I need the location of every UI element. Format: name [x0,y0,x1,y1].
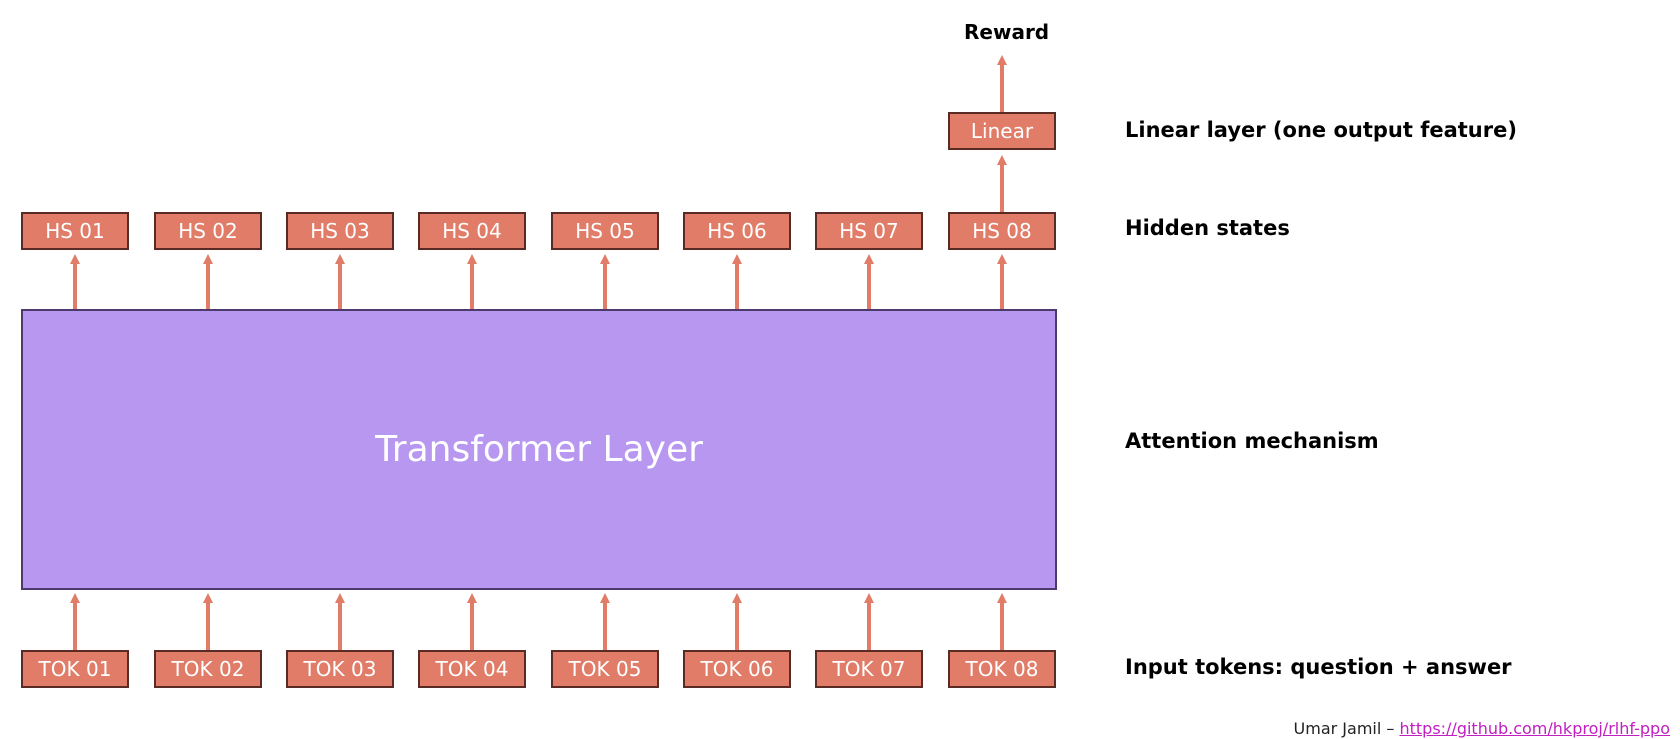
credit-line: Umar Jamil – https://github.com/hkproj/r… [1294,719,1670,738]
token-box: TOK 01 [21,650,129,688]
linear-layer-label: Linear layer (one output feature) [1125,118,1517,142]
hidden-state-box: HS 03 [286,212,394,250]
token-box: TOK 03 [286,650,394,688]
reward-label: Reward [964,20,1050,44]
token-box: TOK 02 [154,650,262,688]
linear-layer-box: Linear [948,112,1056,150]
hidden-state-box: HS 06 [683,212,791,250]
input-tokens-label: Input tokens: question + answer [1125,655,1512,679]
hidden-states-label: Hidden states [1125,216,1290,240]
hidden-state-box: HS 07 [815,212,923,250]
hidden-state-box: HS 08 [948,212,1056,250]
hidden-state-box: HS 01 [21,212,129,250]
token-box: TOK 08 [948,650,1056,688]
token-box: TOK 04 [418,650,526,688]
hidden-state-box: HS 05 [551,212,659,250]
hidden-state-box: HS 04 [418,212,526,250]
token-box: TOK 07 [815,650,923,688]
transformer-layer-box: Transformer Layer [21,309,1057,590]
credit-author: Umar Jamil – [1293,719,1400,738]
hidden-state-box: HS 02 [154,212,262,250]
token-box: TOK 05 [551,650,659,688]
attention-mechanism-label: Attention mechanism [1125,429,1379,453]
credit-link[interactable]: https://github.com/hkproj/rlhf-ppo [1399,719,1670,738]
token-box: TOK 06 [683,650,791,688]
